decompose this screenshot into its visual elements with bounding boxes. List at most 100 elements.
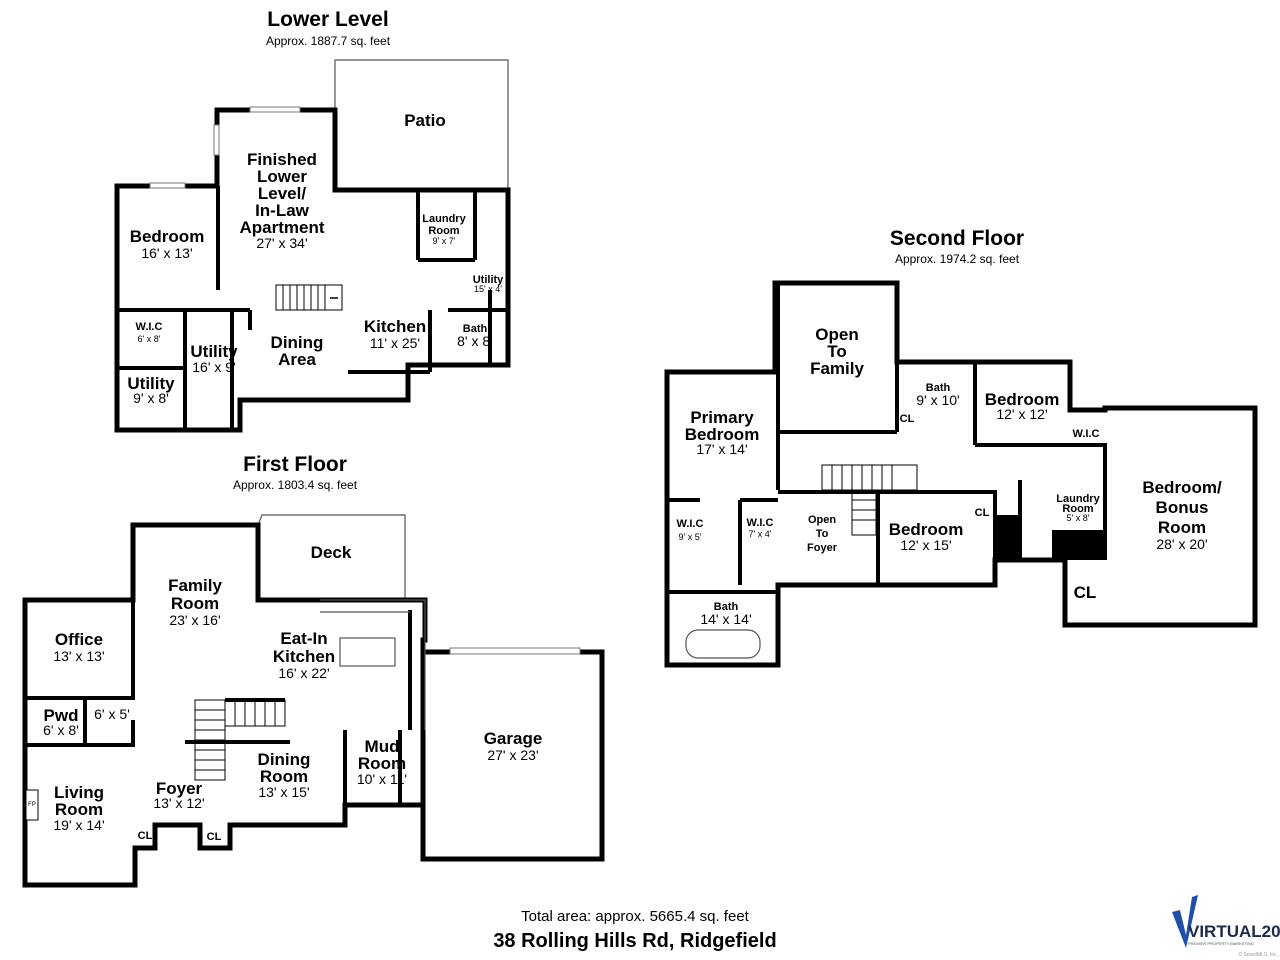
room-label: CL	[900, 413, 915, 425]
room-label: Eat-In	[280, 629, 327, 648]
room-size: 10' x 11'	[357, 771, 407, 787]
room-label: Finished	[247, 150, 317, 169]
room-label: Foyer	[807, 542, 838, 554]
second-floor-title: Second Floor	[890, 227, 1024, 250]
room-label: Bath	[463, 323, 488, 335]
fireplace	[25, 789, 39, 821]
room-size: 19' x 14'	[53, 817, 104, 833]
room-label: Bath	[926, 382, 951, 394]
room-label: Bedroom	[685, 425, 760, 444]
copyright: © SmartMLS, Inc.	[1238, 951, 1278, 958]
lower-level-interior-walls	[117, 186, 508, 430]
room-label: Dining	[271, 333, 324, 352]
patio-outline	[334, 59, 509, 190]
room-label: Room	[55, 800, 103, 819]
room-label: Family	[168, 576, 222, 595]
room-label: Utility	[473, 274, 504, 286]
room-label: Mud	[365, 737, 400, 756]
room-label: Patio	[404, 111, 446, 130]
room-label: In-Law	[255, 201, 310, 220]
room-label: Laundry	[422, 213, 466, 225]
total-area: Total area: approx. 5665.4 sq. feet	[521, 908, 749, 925]
room-label: Primary	[690, 408, 754, 427]
first-floor-plan: First Floor Approx. 1803.4 sq. feet FP D…	[22, 453, 605, 888]
room-label: Level/	[258, 184, 306, 203]
room-label: Room	[428, 225, 459, 237]
room-label: CL	[975, 507, 990, 519]
room-label: Bedroom/	[1142, 478, 1222, 497]
room-label: Living	[54, 783, 104, 802]
second-floor-area: Approx. 1974.2 sq. feet	[895, 252, 1020, 266]
room-label: Bath	[714, 601, 739, 613]
first-floor-walls	[22, 522, 428, 888]
room-label: CL	[1074, 583, 1097, 602]
room-label: W.I.C	[747, 517, 774, 529]
room-size: 9' x 7'	[433, 236, 456, 246]
second-floor-walls	[664, 280, 1258, 668]
room-size: 12' x 15'	[900, 537, 951, 553]
room-size: 5' x 8'	[1067, 513, 1090, 523]
window	[213, 124, 220, 156]
room-size: 9' x 8'	[133, 390, 169, 406]
room-label: To	[816, 528, 829, 540]
room-label: Garage	[484, 729, 543, 748]
room-label: CL	[207, 831, 222, 843]
logo-tagline: PREMIER PROPERTY MARKETING	[1188, 941, 1254, 946]
room-label: Open	[808, 514, 836, 526]
room-label: Deck	[311, 543, 352, 562]
room-label: Bonus	[1156, 498, 1209, 517]
room-label: Area	[278, 350, 316, 369]
room-label: Kitchen	[273, 647, 335, 666]
room-label: Lower	[257, 167, 307, 186]
room-label: W.I.C	[136, 321, 163, 333]
room-size: 6' x 5'	[94, 706, 130, 722]
first-floor-area: Approx. 1803.4 sq. feet	[233, 478, 358, 492]
room-size: 14' x 14'	[700, 611, 751, 627]
room-size: 16' x 22'	[278, 665, 329, 681]
room-size: 9' x 10'	[916, 392, 959, 408]
room-label: Bedroom	[889, 520, 964, 539]
room-label: W.I.C	[1073, 428, 1100, 440]
window	[149, 182, 186, 189]
first-floor-stairs	[194, 699, 286, 781]
room-label: Foyer	[156, 779, 203, 798]
room-label: Pwd	[44, 706, 79, 725]
room-size: 28' x 20'	[1156, 536, 1207, 552]
room-size: 8' x 8'	[457, 333, 493, 349]
room-label: Open	[815, 325, 858, 344]
lower-level-plan: Lower Level Approx. 1887.7 sq. feet Pati…	[114, 8, 511, 433]
room-size: 15' x 4'	[474, 284, 502, 294]
logo-text: VIRTUAL203	[1188, 922, 1280, 941]
fireplace-label: FP	[28, 802, 36, 808]
address: 38 Rolling Hills Rd, Ridgefield	[493, 930, 776, 952]
room-label: Bedroom	[985, 390, 1060, 409]
room-size: 17' x 14'	[696, 441, 747, 457]
room-label: Room	[358, 754, 406, 773]
deck-outline	[257, 514, 406, 600]
counters	[320, 599, 426, 730]
lower-stairs	[275, 284, 343, 311]
room-size: 6' x 8'	[138, 334, 161, 344]
room-size: 11' x 25'	[370, 335, 420, 351]
chase	[1052, 530, 1105, 560]
room-label: To	[827, 342, 847, 361]
first-floor-title: First Floor	[243, 453, 347, 476]
room-size: 12' x 12'	[996, 406, 1047, 422]
room-label: Apartment	[239, 218, 324, 237]
room-size: 7' x 4'	[749, 529, 772, 539]
room-label: Kitchen	[364, 317, 426, 336]
room-label: Room	[171, 594, 219, 613]
room-label: CL	[138, 830, 153, 842]
room-size: 9' x 5'	[679, 532, 702, 542]
kitchen-island	[339, 637, 396, 667]
room-size: 16' x 13'	[141, 245, 192, 261]
room-size: 27' x 23'	[487, 747, 538, 763]
room-size: 13' x 12'	[153, 795, 204, 811]
room-label: Family	[810, 359, 864, 378]
logo-v-icon	[1172, 895, 1198, 948]
second-floor-plan: Second Floor Approx. 1974.2 sq. feet Ope…	[664, 227, 1258, 668]
room-label: Room	[1062, 503, 1093, 515]
room-label: Room	[1158, 518, 1206, 537]
room-label: W.I.C	[677, 518, 704, 530]
